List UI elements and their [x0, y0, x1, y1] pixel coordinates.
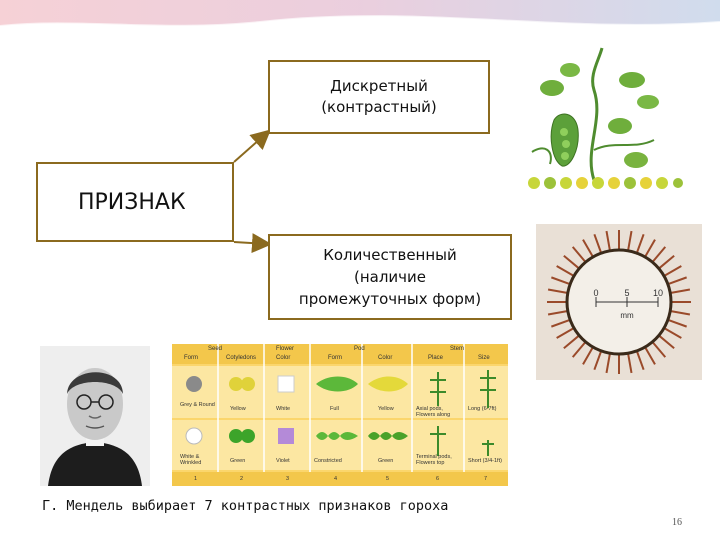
radial-ruler-image: 0 5 10 mm — [536, 224, 702, 380]
table-cell: Green — [230, 458, 245, 464]
table-cell: Grey & Round — [180, 402, 216, 408]
table-col-number: 5 — [386, 476, 389, 482]
discrete-box: Дискретный (контрастный) — [268, 60, 490, 134]
quantitative-box: Количественный (наличие промежуточных фо… — [268, 234, 512, 320]
table-col-number: 6 — [436, 476, 439, 482]
arrow-to-discrete — [234, 132, 268, 162]
table-cell: Green — [378, 458, 393, 464]
table-cell: Violet — [276, 458, 290, 464]
table-sub-size: Size — [478, 355, 490, 361]
table-cell: Long (6-7ft) — [468, 406, 506, 412]
quantitative-label: Количественный — [299, 244, 481, 266]
table-sub-pod-color: Color — [378, 355, 392, 361]
slide-caption: Г. Мендель выбирает 7 контрастных призна… — [42, 498, 562, 514]
ruler-tick-0: 0 — [593, 288, 598, 298]
mendel-portrait-image — [40, 346, 150, 486]
quantitative-sublabel-2: промежуточных форм) — [299, 288, 481, 310]
table-sub-color: Color — [276, 355, 290, 361]
table-col-number: 2 — [240, 476, 243, 482]
table-cell: White & Wrinkled — [180, 454, 216, 466]
trait-label: ПРИЗНАК — [78, 190, 186, 215]
table-header-flower: Flower — [276, 346, 294, 352]
table-sub-cotyledons: Cotyledons — [226, 355, 256, 361]
table-cell: Yellow — [230, 406, 246, 412]
table-sub-place: Place — [428, 355, 443, 361]
table-cell: Axial pods, Flowers along — [416, 406, 462, 418]
ruler-tick-10: 10 — [653, 288, 663, 298]
table-header-stem: Stem — [450, 346, 464, 352]
table-cell: Yellow — [378, 406, 394, 412]
table-cell: White — [276, 406, 290, 412]
table-header-seed: Seed — [208, 346, 222, 352]
trait-box: ПРИЗНАК — [36, 162, 234, 242]
table-cell: Short (3/4-1ft) — [468, 458, 506, 464]
table-cell: Full — [330, 406, 339, 412]
discrete-label: Дискретный — [321, 76, 437, 97]
discrete-sublabel: (контрастный) — [321, 97, 437, 118]
quantitative-sublabel-1: (наличие — [299, 266, 481, 288]
slide-number: 16 — [672, 517, 682, 528]
table-col-number: 7 — [484, 476, 487, 482]
table-cell: Terminal pods, Flowers top — [416, 454, 462, 466]
table-col-number: 1 — [194, 476, 197, 482]
table-col-number: 3 — [286, 476, 289, 482]
ruler-tick-5: 5 — [624, 288, 629, 298]
mendel-traits-table: Seed Flower Pod Stem Form Cotyledons Col… — [172, 344, 508, 486]
arrow-to-quantitative — [234, 242, 268, 244]
ruler-unit: mm — [620, 311, 634, 320]
table-cell: Constricted — [314, 458, 342, 464]
table-col-number: 4 — [334, 476, 337, 482]
pea-plant-image — [524, 40, 684, 192]
table-header-pod: Pod — [354, 346, 365, 352]
table-sub-pod-form: Form — [328, 355, 342, 361]
table-sub-form: Form — [184, 355, 198, 361]
